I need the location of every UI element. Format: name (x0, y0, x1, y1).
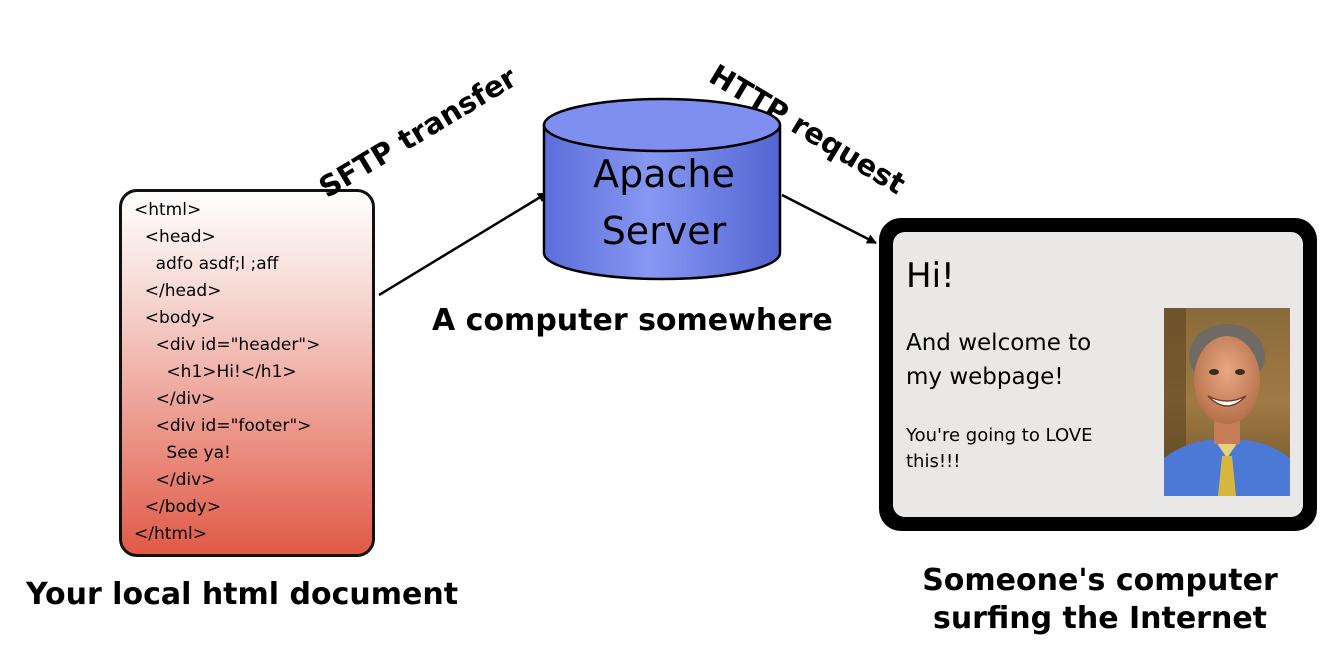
code-line: See ya! (134, 443, 231, 463)
local-document-caption: Your local html document (26, 577, 459, 612)
code-line: </head> (134, 281, 222, 301)
server-cylinder-icon (542, 97, 782, 281)
code-line: adfo asdf;l ;aff (134, 254, 279, 274)
server-title-line1: Apache (593, 152, 735, 196)
code-line: <div id="footer"> (134, 416, 312, 436)
person-photo-icon (1164, 308, 1290, 496)
code-line: </div> (134, 470, 216, 490)
local-html-document: <html> <head> adfo asdf;l ;aff </head> <… (119, 189, 375, 557)
code-line: </html> (134, 524, 207, 544)
welcome-line2: my webpage! (906, 364, 1064, 390)
http-arrow (781, 193, 877, 245)
client-caption-line2: surfing the Internet (932, 601, 1268, 636)
server-title-line2: Server (601, 209, 727, 253)
code-line: <div id="header"> (134, 335, 321, 355)
welcome-line1: And welcome to (906, 330, 1092, 356)
love-line1: You're going to LOVE (906, 425, 1093, 446)
client-caption-line1: Someone's computer (922, 563, 1278, 598)
code-line: <h1>Hi!</h1> (134, 362, 297, 382)
webpage-screen: Hi! And welcome to my webpage! You're go… (893, 232, 1303, 517)
browser-window: Hi! And welcome to my webpage! You're go… (879, 218, 1317, 531)
code-line: <head> (134, 227, 216, 247)
code-line: </div> (134, 389, 216, 409)
sftp-arrow (378, 191, 548, 297)
code-line: <body> (134, 308, 216, 328)
webpage-heading: Hi! (906, 256, 955, 296)
code-line: </body> (134, 497, 222, 517)
code-line: <html> (134, 200, 202, 220)
love-line2: this!!! (906, 451, 961, 472)
server-caption: A computer somewhere (432, 303, 833, 338)
